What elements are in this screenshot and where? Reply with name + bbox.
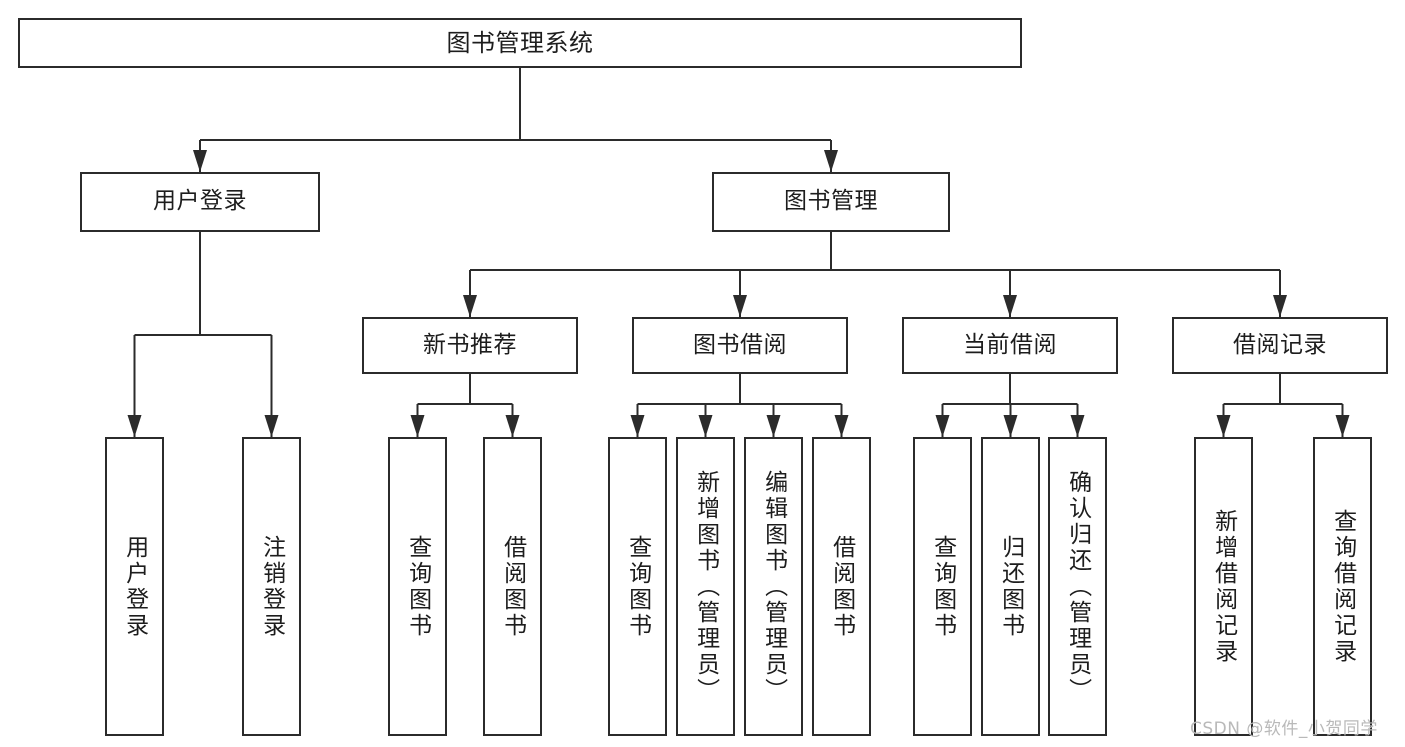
node-label-leaf-borrow-2: 新增图书（管理员）: [692, 469, 719, 704]
node-newbook[interactable]: 新书推荐: [362, 317, 578, 374]
node-leaf-cur-1[interactable]: 查询图书: [913, 437, 972, 736]
node-label-leaf-new-1: 查询图书: [404, 534, 431, 639]
arrow-head-leaf-new-1: [410, 415, 425, 437]
node-leaf-cur-2[interactable]: 归还图书: [981, 437, 1040, 736]
node-label-leaf-login-2: 注销登录: [258, 534, 285, 639]
arrow-head-current: [1003, 295, 1017, 317]
node-leaf-rec-1[interactable]: 新增借阅记录: [1194, 437, 1253, 736]
arrow-head-leaf-login-2: [264, 415, 279, 437]
node-leaf-new-1[interactable]: 查询图书: [388, 437, 447, 736]
node-bookmgmt[interactable]: 图书管理: [712, 172, 950, 232]
node-label-leaf-cur-3: 确认归还（管理员）: [1064, 469, 1091, 704]
arrow-head-borrow: [733, 295, 747, 317]
node-leaf-cur-3[interactable]: 确认归还（管理员）: [1048, 437, 1107, 736]
node-leaf-new-2[interactable]: 借阅图书: [483, 437, 542, 736]
arrow-head-leaf-borrow-1: [630, 415, 645, 437]
node-label-leaf-borrow-4: 借阅图书: [828, 534, 855, 639]
arrow-head-leaf-login-1: [127, 415, 142, 437]
node-label-newbook: 新书推荐: [423, 331, 517, 358]
node-leaf-borrow-1[interactable]: 查询图书: [608, 437, 667, 736]
node-login[interactable]: 用户登录: [80, 172, 320, 232]
node-label-leaf-new-2: 借阅图书: [499, 534, 526, 639]
watermark: CSDN @软件_小贺同学: [1190, 719, 1378, 739]
node-label-leaf-login-1: 用户登录: [121, 534, 148, 639]
arrow-head-bookmgmt: [824, 150, 838, 172]
arrow-head-leaf-cur-1: [935, 415, 950, 437]
node-label-borrow: 图书借阅: [693, 331, 787, 358]
node-label-leaf-rec-2: 查询借阅记录: [1329, 508, 1356, 665]
arrow-head-leaf-new-2: [505, 415, 520, 437]
arrow-head-login: [193, 150, 207, 172]
node-label-current: 当前借阅: [963, 331, 1057, 358]
node-leaf-login-1[interactable]: 用户登录: [105, 437, 164, 736]
arrow-head-leaf-borrow-3: [766, 415, 781, 437]
arrow-head-leaf-borrow-4: [834, 415, 849, 437]
node-borrow[interactable]: 图书借阅: [632, 317, 848, 374]
node-leaf-rec-2[interactable]: 查询借阅记录: [1313, 437, 1372, 736]
node-label-leaf-cur-1: 查询图书: [929, 534, 956, 639]
node-label-root: 图书管理系统: [446, 28, 594, 57]
arrow-head-leaf-borrow-2: [698, 415, 713, 437]
node-label-bookmgmt: 图书管理: [784, 188, 878, 215]
node-label-leaf-borrow-1: 查询图书: [624, 534, 651, 639]
node-leaf-borrow-3[interactable]: 编辑图书（管理员）: [744, 437, 803, 736]
arrow-head-leaf-rec-1: [1216, 415, 1231, 437]
node-records[interactable]: 借阅记录: [1172, 317, 1388, 374]
node-root[interactable]: 图书管理系统: [18, 18, 1022, 68]
node-label-leaf-rec-1: 新增借阅记录: [1210, 508, 1237, 665]
node-label-leaf-borrow-3: 编辑图书（管理员）: [760, 469, 787, 704]
arrow-head-newbook: [463, 295, 477, 317]
node-leaf-login-2[interactable]: 注销登录: [242, 437, 301, 736]
node-leaf-borrow-2[interactable]: 新增图书（管理员）: [676, 437, 735, 736]
node-leaf-borrow-4[interactable]: 借阅图书: [812, 437, 871, 736]
node-label-login: 用户登录: [153, 188, 247, 215]
arrow-head-leaf-cur-3: [1070, 415, 1085, 437]
arrow-head-records: [1273, 295, 1287, 317]
arrow-head-leaf-cur-2: [1003, 415, 1018, 437]
arrow-head-leaf-rec-2: [1335, 415, 1350, 437]
node-current[interactable]: 当前借阅: [902, 317, 1118, 374]
node-label-records: 借阅记录: [1233, 331, 1327, 358]
node-label-leaf-cur-2: 归还图书: [997, 534, 1024, 639]
